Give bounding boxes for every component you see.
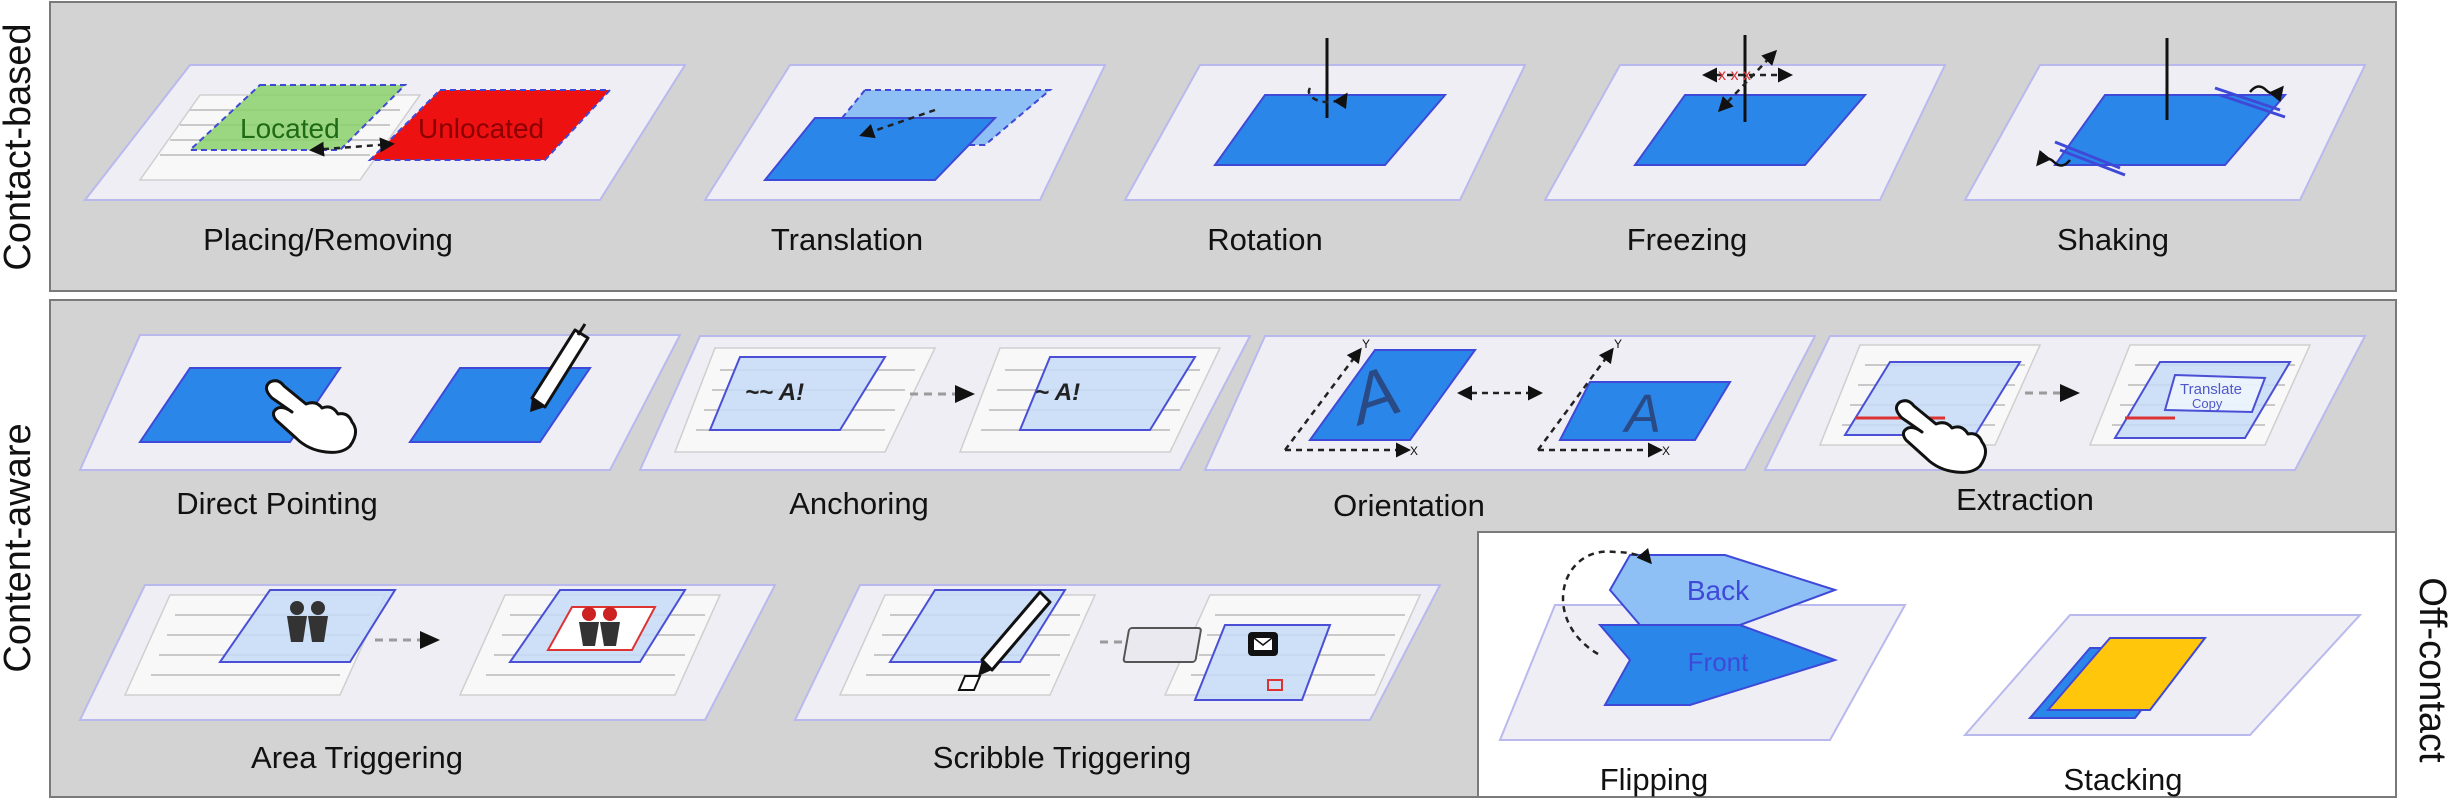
copy-tag: Copy (2192, 396, 2223, 411)
shaking-label: Shaking (2057, 222, 2169, 257)
orientation-illustration: A X Y A X Y (1203, 335, 1817, 471)
dashed-arrow-icon (955, 385, 975, 403)
front-tag: Front (1688, 647, 1749, 677)
anchoring-label: Anchoring (789, 486, 929, 521)
flipping-illustration: Back Front (1498, 547, 1907, 741)
anchoring-illustration: ~~ A! ~ A! (638, 335, 1252, 471)
freeze-x-marks: x x x (1718, 67, 1751, 84)
orientation-letter-aligned: A (1622, 384, 1661, 444)
placing-removing-label: Placing/Removing (203, 222, 453, 257)
message-icon (1248, 632, 1278, 656)
translate-tag: Translate (2180, 381, 2242, 398)
area-triggering-illustration (78, 584, 777, 721)
freezing-label: Freezing (1627, 222, 1748, 257)
hand-pointer-icon (265, 379, 357, 454)
rotation-label: Rotation (1207, 222, 1322, 257)
freezing-illustration: x x x (1543, 35, 1947, 201)
direct-pointing-label: Direct Pointing (176, 486, 378, 521)
axis-y-label: Y (1362, 337, 1370, 351)
shaking-illustration (1963, 38, 2367, 201)
area-triggering-label: Area Triggering (251, 740, 463, 775)
scribble-glyph-anchored: ~ A! (1035, 379, 1080, 406)
placing-removing-illustration: Located Unlocated (82, 64, 687, 201)
stacking-label: Stacking (2064, 762, 2183, 797)
off-contact-category-label: Off-contact (2411, 577, 2449, 763)
flipping-label: Flipping (1600, 762, 1709, 797)
located-film (187, 84, 408, 151)
people-icon (287, 601, 328, 642)
extraction-illustration: Translate Copy (1763, 335, 2367, 474)
contact-based-category-label: Contact-based (0, 23, 39, 270)
axis-x-label-2: X (1662, 444, 1670, 458)
stacked-yellow-film (2045, 637, 2208, 711)
back-tag: Back (1687, 575, 1750, 606)
translation-illustration (703, 64, 1107, 201)
scribble-triggering-illustration (793, 584, 1442, 721)
pen-icon (530, 323, 590, 412)
located-tag: Located (240, 113, 340, 144)
stacking-illustration (1962, 614, 2363, 736)
axis-x-label: X (1410, 444, 1418, 458)
hand-pointer-icon-extraction (1895, 399, 1987, 474)
content-aware-category-label: Content-aware (0, 423, 39, 672)
rotation-illustration (1123, 38, 1527, 201)
translation-label: Translation (771, 222, 923, 257)
people-icon-highlighted (579, 607, 620, 646)
axis-y-label-2: Y (1614, 337, 1622, 351)
direct-pointing-illustration (78, 323, 682, 471)
orientation-label: Orientation (1333, 488, 1485, 523)
back-film (1608, 554, 1839, 626)
scribble-glyph: ~~ A! (745, 379, 804, 406)
scribble-triggering-label: Scribble Triggering (933, 740, 1191, 775)
unlocated-film (367, 89, 613, 161)
unlocated-tag: Unlocated (418, 113, 544, 144)
extraction-label: Extraction (1956, 482, 2094, 517)
pen-icon-scribble (978, 590, 1052, 676)
